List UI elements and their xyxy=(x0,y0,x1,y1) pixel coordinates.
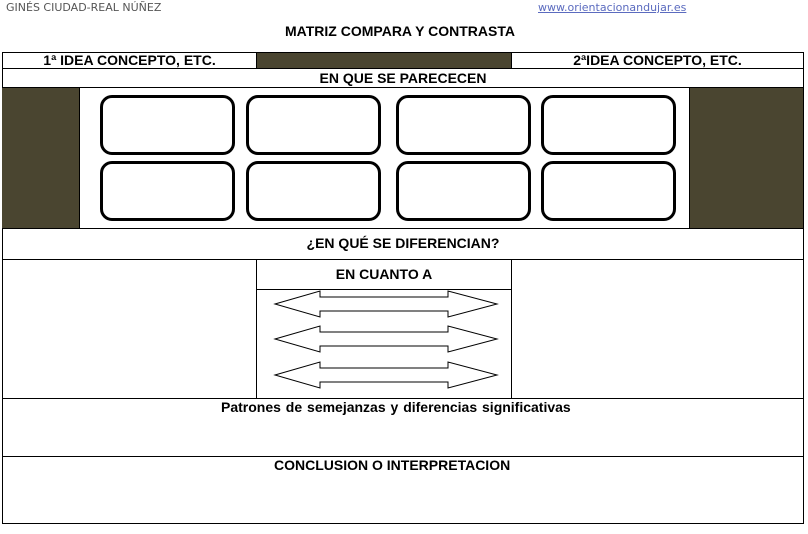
page-title: MATRIZ COMPARA Y CONTRASTA xyxy=(285,23,515,39)
differences-label: ¿EN QUÉ SE DIFERENCIAN? xyxy=(306,235,500,251)
similarity-box-1[interactable] xyxy=(100,95,235,155)
conclusion-label: CONCLUSION O INTERPRETACION xyxy=(274,457,511,473)
similarity-box-5[interactable] xyxy=(100,161,235,221)
double-arrow-icon[interactable] xyxy=(273,361,499,389)
similarities-left-band xyxy=(2,88,79,229)
idea-1-label: 1ª IDEA CONCEPTO, ETC. xyxy=(43,52,216,68)
similarity-box-2[interactable] xyxy=(246,95,381,155)
idea-divider-band xyxy=(256,52,512,69)
patterns-cell[interactable]: Patrones de semejanzas y diferencias sig… xyxy=(2,398,804,457)
similarities-right-band xyxy=(690,88,803,229)
conclusion-cell[interactable]: CONCLUSION O INTERPRETACION xyxy=(2,456,804,524)
double-arrow-icon[interactable] xyxy=(273,325,499,353)
similarity-box-6[interactable] xyxy=(246,161,381,221)
similarities-label: EN QUE SE PARECECEN xyxy=(319,70,487,86)
double-arrow-icon[interactable] xyxy=(273,290,499,318)
criteria-header: EN CUANTO A xyxy=(256,259,512,290)
similarities-header: EN QUE SE PARECECEN xyxy=(2,68,804,88)
idea-2-label: 2ªIDEA CONCEPTO, ETC. xyxy=(573,52,742,68)
differences-right-cell[interactable] xyxy=(511,259,804,399)
idea-2-header: 2ªIDEA CONCEPTO, ETC. xyxy=(511,52,804,69)
idea-1-header: 1ª IDEA CONCEPTO, ETC. xyxy=(2,52,257,69)
similarity-box-8[interactable] xyxy=(541,161,676,221)
similarity-box-7[interactable] xyxy=(396,161,531,221)
similarity-box-4[interactable] xyxy=(541,95,676,155)
criteria-label: EN CUANTO A xyxy=(335,266,433,282)
differences-left-cell[interactable] xyxy=(2,259,257,399)
similarity-box-3[interactable] xyxy=(396,95,531,155)
author-name: GINÉS CIUDAD-REAL NÚÑEZ xyxy=(6,1,162,14)
patterns-label: Patrones de semejanzas y diferencias sig… xyxy=(221,399,571,415)
website-link[interactable]: www.orientacionandujar.es xyxy=(538,1,687,14)
double-arrow-group xyxy=(273,290,499,389)
differences-header: ¿EN QUÉ SE DIFERENCIAN? xyxy=(2,228,804,260)
